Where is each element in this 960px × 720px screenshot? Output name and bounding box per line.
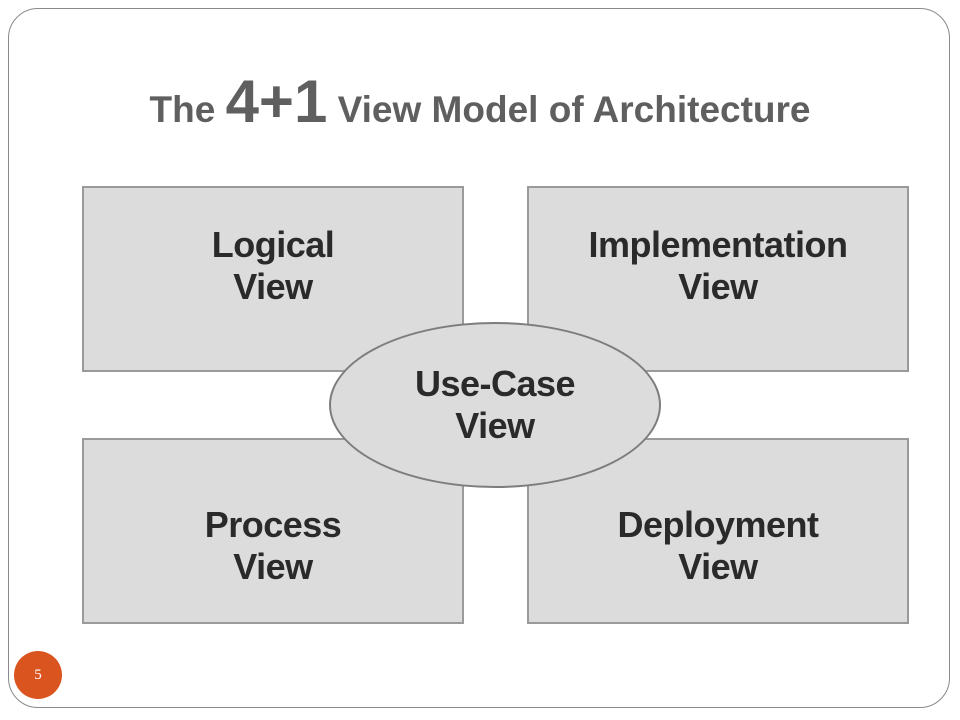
- deployment-view-box: Deployment View: [527, 438, 909, 624]
- use-case-view-label: Use-Case View: [414, 363, 576, 446]
- title-suffix: View Model of Architecture: [337, 89, 811, 130]
- title-prefix: The: [149, 89, 216, 130]
- implementation-view-label: Implementation View: [588, 224, 848, 307]
- logical-view-label: Logical View: [211, 224, 335, 307]
- page-number-badge: 5: [14, 651, 62, 699]
- title-emphasis: 4+1: [225, 68, 328, 135]
- use-case-view-ellipse: Use-Case View: [329, 322, 661, 488]
- process-view-label: Process View: [204, 504, 342, 587]
- logical-view-box: Logical View: [82, 186, 464, 372]
- slide-title: The 4+1 View Model of Architecture: [0, 62, 960, 150]
- page-number: 5: [34, 666, 42, 683]
- deployment-view-label: Deployment View: [617, 504, 819, 587]
